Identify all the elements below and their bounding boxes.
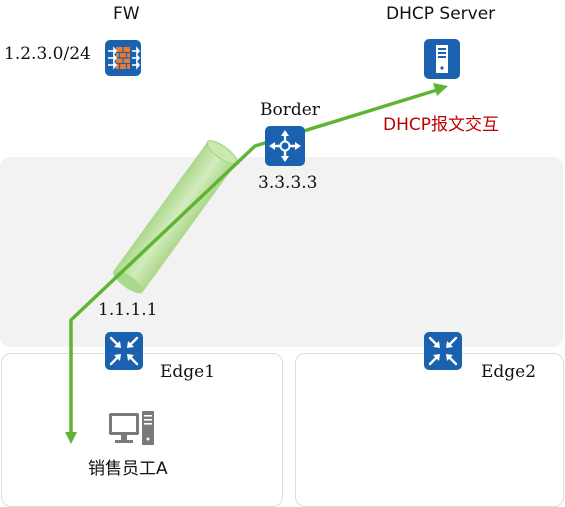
edge1-ip-label: 1.1.1.1 (98, 300, 158, 320)
dhcp-path-line (69, 88, 438, 438)
host-label: 销售员工A (88, 459, 168, 479)
dhcp-path-arrowhead-host (65, 432, 77, 444)
pc-icon[interactable] (108, 410, 156, 448)
vxlan-tunnel (112, 140, 238, 294)
border-ip-label: 3.3.3.3 (258, 173, 318, 193)
fabric-region (0, 157, 563, 347)
switch-icon[interactable] (105, 332, 143, 370)
dhcp-path-arrowhead-server (433, 83, 448, 96)
switch-icon[interactable] (424, 332, 462, 370)
edge1-label: Edge1 (160, 362, 216, 382)
edge2-label: Edge2 (481, 362, 537, 382)
fw-label: FW (113, 4, 140, 24)
dhcp-exchange-annotation: DHCP报文交互 (383, 115, 499, 135)
router-icon[interactable] (265, 126, 305, 166)
server-icon[interactable] (424, 39, 460, 79)
dhcp-server-label: DHCP Server (386, 4, 496, 24)
fw-subnet-label: 1.2.3.0/24 (4, 44, 91, 64)
border-label: Border (260, 100, 320, 120)
firewall-icon[interactable] (105, 40, 141, 76)
